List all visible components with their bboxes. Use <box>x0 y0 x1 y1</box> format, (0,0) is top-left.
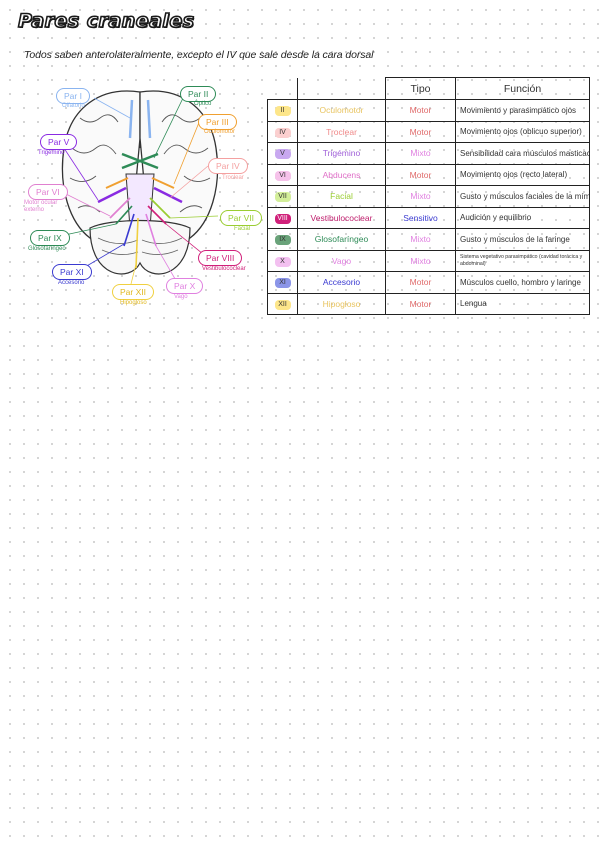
label-par-iv-sub: Troclear <box>222 175 244 181</box>
nerve-name: Vago <box>297 249 386 272</box>
label-par-viii-sub: Vestibulococlear <box>202 266 246 272</box>
label-par-xi: Par XI <box>52 264 92 280</box>
header-blank <box>267 77 298 100</box>
label-par-vi-sub: Motor ocular externo <box>24 200 58 213</box>
nerve-function: Lengua <box>455 292 590 315</box>
label-par-vii: Par VII <box>220 210 262 226</box>
label-par-xii: Par XII <box>112 284 154 300</box>
nerve-number-chip: VIII <box>274 213 291 224</box>
nerve-number-cell: II <box>267 99 298 122</box>
label-par-ix-sub: Glosofaríngeo <box>28 246 66 252</box>
nerve-type: Motor <box>385 99 456 122</box>
nerve-number-cell: V <box>267 142 298 165</box>
label-par-vii-sub: Facial <box>234 226 251 232</box>
label-par-iv: Par IV <box>208 158 248 174</box>
label-par-xi-sub: Accesorio <box>58 280 85 286</box>
label-par-i: Par I <box>56 88 90 104</box>
header-funcion: Función <box>455 77 590 100</box>
label-par-x-sub: Vago <box>174 294 188 300</box>
nerve-type: Mixto <box>385 185 456 208</box>
nerve-number-cell: VI <box>267 163 298 186</box>
nerve-function: Gusto y músculos faciales de la mímica <box>455 185 590 208</box>
table-header-row: Tipo Función <box>267 77 590 100</box>
label-par-x: Par X <box>166 278 204 294</box>
nerve-name: Vestibulococlear <box>297 206 386 229</box>
nerve-function: Sensibilidad cara músculos masticación <box>455 142 590 165</box>
nerve-type: Motor <box>385 163 456 186</box>
page-title: Pares craneales <box>17 9 195 33</box>
nerve-number-cell: VIII <box>267 206 298 229</box>
label-par-v: Par V <box>40 134 78 150</box>
brain-illustration <box>57 90 219 289</box>
nerve-type: Motor <box>385 120 456 143</box>
nerve-type: Sensitivo <box>385 206 456 229</box>
label-par-i-sub: Olfatorio <box>62 103 85 109</box>
nerve-number-cell: IV <box>267 120 298 143</box>
nerve-number-cell: VII <box>267 185 298 208</box>
nerve-function: Músculos cuello, hombro y laringe <box>455 271 590 294</box>
label-par-v-sub: Trigémino <box>38 150 65 156</box>
nerve-function: Movimiento ojos (oblicuo superior) <box>455 120 590 143</box>
label-par-xii-sub: Hipogloso <box>120 300 147 306</box>
nerve-number-chip: VI <box>274 170 291 181</box>
nerve-number-chip: X <box>274 256 291 267</box>
label-par-iii-sub: Oculomotor <box>204 129 236 135</box>
nerve-type: Motor <box>385 292 456 315</box>
label-par-iii: Par III <box>198 114 237 130</box>
nerve-number-chip: VII <box>274 192 291 203</box>
nerve-function: Gusto y músculos de la faringe <box>455 228 590 251</box>
header-blank <box>297 77 386 100</box>
page-subtitle: Todos saben anterolateralmente, excepto … <box>24 49 374 61</box>
label-par-ix: Par IX <box>30 230 70 246</box>
nerve-number-chip: V <box>274 149 291 160</box>
label-par-ii-sub: Óptico <box>194 101 212 107</box>
nerve-number-chip: XI <box>274 278 291 289</box>
nerve-type: Mixto <box>385 142 456 165</box>
brain-figure: Par I Olfatorio Par II Óptico Par III Oc… <box>20 78 262 318</box>
nerve-number-cell: IX <box>267 228 298 251</box>
nerve-name: Facial <box>297 185 386 208</box>
nerve-name: Trigémino <box>297 142 386 165</box>
nerve-number-cell: XI <box>267 271 298 294</box>
nerve-number-chip: XII <box>274 299 291 310</box>
label-par-ii: Par II <box>180 86 217 102</box>
nerve-function: Movimiento y parasimpático ojos <box>455 99 590 122</box>
nerve-number-chip: IX <box>274 235 291 246</box>
nerve-name: Glosofaríngeo <box>297 228 386 251</box>
nerve-type: Mixto <box>385 249 456 272</box>
header-tipo: Tipo <box>385 77 456 100</box>
nerve-name: Accesorio <box>297 271 386 294</box>
nerve-number-chip: IV <box>274 127 291 138</box>
label-par-vi: Par VI <box>28 184 68 200</box>
nerve-function: Movimiento ojos (recto lateral) <box>455 163 590 186</box>
nerve-number-cell: XII <box>267 292 298 315</box>
nerve-number-cell: X <box>267 249 298 272</box>
nerve-name: Hipogloso <box>297 292 386 315</box>
nerve-number-chip: II <box>274 106 291 117</box>
nerve-type: Motor <box>385 271 456 294</box>
nerve-name: Oculomotor <box>297 99 386 122</box>
nerve-function: Audición y equilibrio <box>455 206 590 229</box>
nerve-name: Troclear <box>297 120 386 143</box>
nerve-name: Abducens <box>297 163 386 186</box>
label-par-viii: Par VIII <box>198 250 243 266</box>
nerve-function: Sistema vegetativo parasimpático (cavida… <box>455 249 590 272</box>
nerve-type: Mixto <box>385 228 456 251</box>
